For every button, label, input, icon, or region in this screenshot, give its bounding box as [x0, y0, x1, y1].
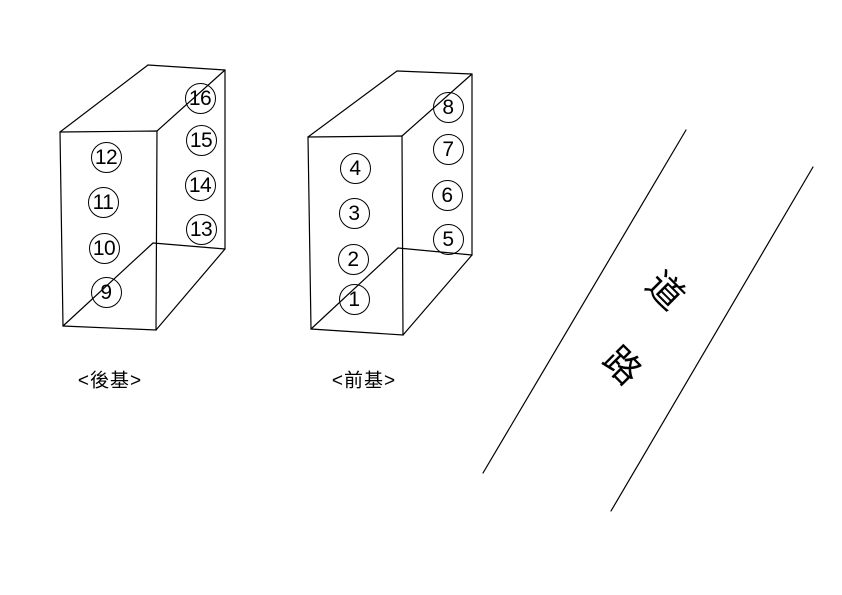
marker-number: 3 [348, 201, 360, 225]
marker-number: 7 [442, 137, 454, 161]
rear-box-bottom-right-edge [155, 248, 226, 331]
road-right-edge-line [610, 166, 814, 512]
marker-circle-3: 3 [338, 197, 370, 229]
marker-circle-10: 10 [88, 232, 120, 264]
marker-number: 10 [92, 236, 116, 260]
front-box-top-left-edge [307, 70, 398, 138]
front-box-wireframe [307, 70, 473, 336]
marker-circle-4: 4 [339, 152, 371, 184]
marker-circle-13: 13 [185, 213, 217, 245]
marker-circle-6: 6 [431, 179, 463, 211]
front-box-label: <前基> [331, 370, 397, 392]
rear-box-bottom-back-edge [152, 242, 226, 250]
marker-number: 12 [94, 145, 118, 169]
marker-circle-11: 11 [87, 186, 119, 218]
marker-number: 16 [188, 86, 212, 110]
road-lines [482, 129, 814, 512]
marker-circle-2: 2 [337, 243, 369, 275]
marker-number: 2 [347, 247, 359, 271]
marker-number: 13 [189, 217, 213, 241]
rear-box-wireframe [59, 64, 226, 331]
marker-number: 9 [100, 280, 112, 304]
rear-box-label: <後基> [77, 370, 143, 392]
marker-circle-16: 16 [184, 82, 216, 114]
front-box-bottom-back-edge [397, 247, 473, 256]
marker-number: 6 [441, 183, 453, 207]
marker-number: 5 [442, 227, 454, 251]
marker-number: 4 [349, 156, 361, 180]
rear-box-top-left-edge [59, 64, 149, 133]
marker-circle-12: 12 [90, 141, 122, 173]
marker-circle-5: 5 [432, 223, 464, 255]
front-box-bottom-right-edge [402, 254, 473, 336]
marker-circle-7: 7 [432, 133, 464, 165]
marker-circle-14: 14 [184, 169, 216, 201]
marker-number: 8 [442, 95, 454, 119]
marker-circle-8: 8 [432, 91, 464, 123]
marker-number: 1 [348, 287, 360, 311]
rear-box-top-back-edge [147, 64, 226, 71]
marker-number: 15 [189, 128, 213, 152]
marker-number: 14 [188, 173, 212, 197]
marker-circle-15: 15 [185, 124, 217, 156]
marker-circle-1: 1 [338, 283, 370, 315]
front-box-top-back-edge [396, 70, 473, 75]
road-left-edge-line [482, 129, 687, 474]
marker-number: 11 [92, 190, 114, 214]
marker-circle-9: 9 [90, 276, 122, 308]
